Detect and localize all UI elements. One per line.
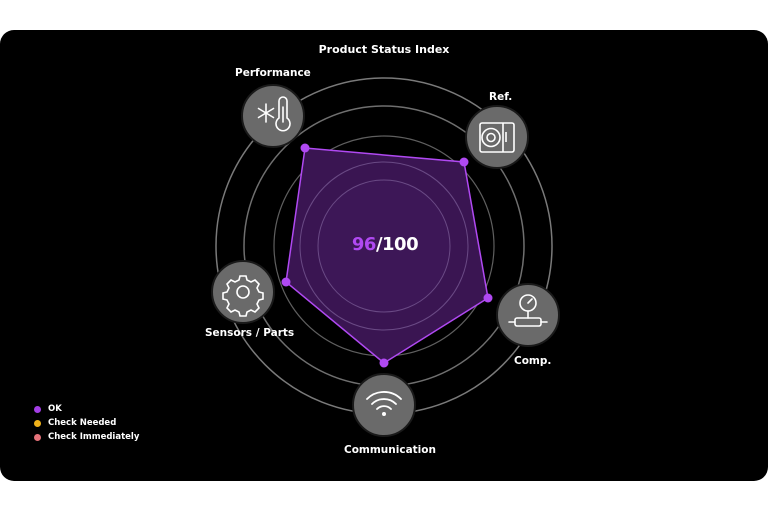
- label-sensors-parts: Sensors / Parts: [205, 327, 295, 339]
- vertex-dot-comp: [483, 293, 493, 303]
- gear-icon: [211, 260, 275, 324]
- score-value: 96: [351, 234, 377, 255]
- label-ref: Ref.: [489, 91, 513, 103]
- label-performance: Performance: [235, 67, 311, 79]
- vertex-dot-performance: [300, 143, 310, 153]
- label-communication: Communication: [344, 444, 436, 456]
- legend-label: Check Needed: [48, 418, 117, 428]
- thermometer-snowflake-icon: [241, 84, 305, 148]
- label-comp: Comp.: [514, 355, 552, 367]
- legend-item-check-immediately: Check Immediately: [34, 430, 139, 444]
- legend: OK Check Needed Check Immediately: [34, 402, 139, 444]
- ring-4: [299, 161, 469, 331]
- legend-dot-ok: [34, 405, 41, 413]
- vertex-dot-ref: [459, 157, 469, 167]
- refrigerator-icon: [465, 105, 529, 169]
- legend-label: OK: [48, 404, 62, 414]
- vertex-dot-sensors: [281, 277, 291, 287]
- wifi-icon: [352, 373, 416, 437]
- legend-item-check-needed: Check Needed: [34, 416, 139, 430]
- chart-title: Product Status Index: [318, 43, 450, 56]
- legend-label: Check Immediately: [48, 432, 140, 442]
- ring-inner: [317, 179, 451, 313]
- legend-dot-check-needed: [34, 419, 41, 427]
- score-display: 96/100: [330, 234, 440, 255]
- vertex-dot-communication: [379, 358, 389, 368]
- legend-item-ok: OK: [34, 402, 139, 416]
- pressure-gauge-icon: [496, 283, 560, 347]
- score-max: /100: [375, 234, 419, 255]
- legend-dot-check-immediately: [34, 433, 41, 441]
